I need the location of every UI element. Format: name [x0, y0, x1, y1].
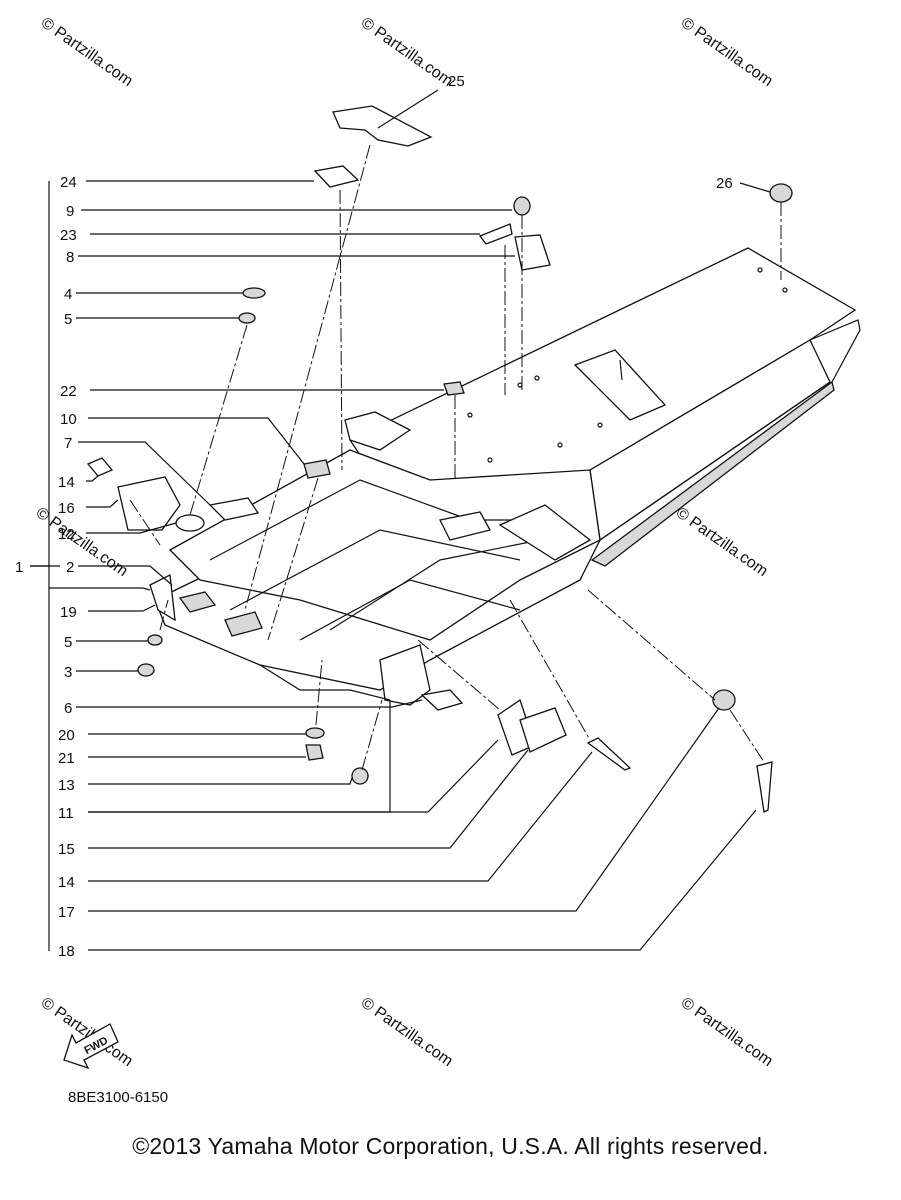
- part-13-collar: [351, 767, 369, 785]
- small-parts: [86, 105, 793, 813]
- callout-25: 25: [448, 73, 465, 90]
- callout-10: 10: [60, 411, 77, 428]
- callout-21: 21: [58, 750, 75, 767]
- watermark: © Partzilla.com: [38, 14, 136, 90]
- watermark: © Partzilla.com: [358, 14, 456, 90]
- watermark: © Partzilla.com: [673, 504, 771, 580]
- callout-22: 22: [60, 383, 77, 400]
- callout-13: 13: [58, 777, 75, 794]
- part-5b-bushing: [147, 634, 163, 646]
- callout-18: 18: [58, 943, 75, 960]
- part-15-mount: [519, 707, 567, 753]
- part-16-clamp: [117, 476, 181, 531]
- part-9-cap: [513, 196, 531, 216]
- callout-24: 24: [60, 174, 77, 191]
- watermark: © Partzilla.com: [678, 14, 776, 90]
- callout-5b: 5: [64, 634, 72, 651]
- chassis-frame: [149, 247, 861, 706]
- part-24-pad: [313, 165, 360, 188]
- part-18-rivet: [756, 761, 773, 813]
- part-17-cap: [712, 689, 736, 711]
- callout-16: 16: [58, 500, 75, 517]
- part-21-nut: [305, 744, 324, 761]
- part-14b-rivet: [586, 737, 632, 771]
- callout-26: 26: [716, 175, 733, 192]
- callout-8: 8: [66, 249, 74, 266]
- diagram-code: 8BE3100-6150: [68, 1089, 168, 1106]
- assembly-lines: [129, 144, 782, 771]
- part-20-washer: [305, 727, 325, 739]
- part-23-pad: [478, 223, 513, 245]
- part-14-bolt: [86, 457, 114, 477]
- callout-19: 19: [60, 604, 77, 621]
- part-3-bushing: [137, 663, 155, 677]
- watermark: © Partzilla.com: [678, 994, 776, 1070]
- callout-9: 9: [66, 203, 74, 220]
- callout-11: 11: [58, 805, 74, 822]
- callout-14b: 14: [58, 874, 75, 891]
- callout-3: 3: [64, 664, 72, 681]
- callout-labels: 25 26 24 9 23 8 4 5 22 10 7 14 16 12 1 2…: [15, 73, 733, 960]
- callout-6: 6: [64, 700, 72, 717]
- callout-17: 17: [58, 904, 75, 921]
- callout-5: 5: [64, 311, 72, 328]
- callout-1: 1: [15, 559, 23, 576]
- callout-14: 14: [58, 474, 75, 491]
- forward-arrow-icon: FWD: [63, 1023, 119, 1070]
- callout-7: 7: [64, 435, 72, 452]
- part-7-plate: [208, 497, 260, 521]
- part-6-plate: [420, 689, 464, 711]
- part-12-collar: [175, 514, 205, 532]
- leader-lines: [30, 89, 771, 951]
- callout-4: 4: [64, 286, 72, 303]
- copyright-notice: ©2013 Yamaha Motor Corporation, U.S.A. A…: [132, 1133, 769, 1159]
- part-26-cap: [769, 183, 793, 203]
- callout-15: 15: [58, 841, 75, 858]
- callout-2: 2: [66, 559, 74, 576]
- part-8-bracket: [514, 234, 551, 271]
- part-4-bushing: [242, 287, 266, 299]
- callout-23: 23: [60, 227, 77, 244]
- watermark: © Partzilla.com: [358, 994, 456, 1070]
- part-5-bushing: [238, 312, 256, 324]
- callout-12: 12: [58, 526, 75, 543]
- part-22-pad: [443, 381, 465, 396]
- part-10-pad: [303, 459, 331, 479]
- callout-20: 20: [58, 727, 75, 744]
- watermark: © Partzilla.com: [33, 504, 131, 580]
